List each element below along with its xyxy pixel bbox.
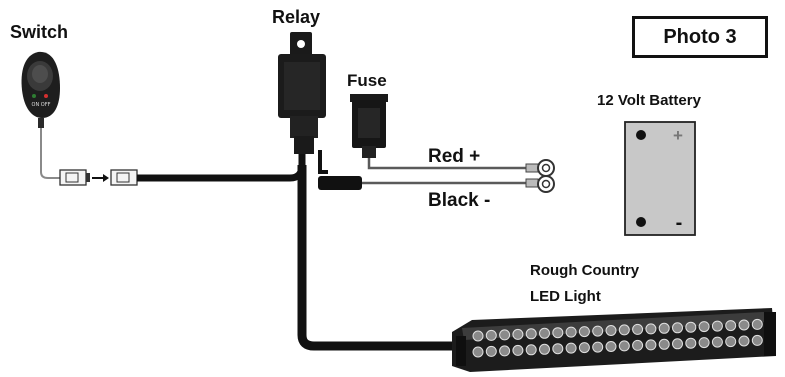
led-lens bbox=[485, 345, 497, 357]
led-lens bbox=[565, 326, 577, 338]
led-lens bbox=[672, 338, 683, 350]
led-lens bbox=[658, 338, 670, 350]
connector-icon bbox=[59, 169, 90, 186]
ring-terminal-icon bbox=[525, 175, 555, 193]
red-wire bbox=[367, 158, 530, 170]
led-lens bbox=[499, 345, 511, 357]
battery-minus-sign: - bbox=[676, 212, 683, 234]
led-light-bar-icon bbox=[452, 308, 776, 372]
relay-fuse-link bbox=[318, 150, 328, 174]
connector-icon bbox=[110, 169, 138, 186]
led-lens bbox=[711, 336, 723, 348]
ring-terminal-icon bbox=[525, 159, 555, 177]
led-lens bbox=[485, 329, 497, 341]
led-lens bbox=[539, 327, 550, 339]
light-cable bbox=[297, 165, 460, 351]
black-wire-label: Black - bbox=[428, 190, 491, 211]
led-lens bbox=[645, 323, 657, 335]
led-lens bbox=[499, 329, 511, 341]
led-lens bbox=[472, 346, 484, 358]
led-lens bbox=[592, 325, 604, 337]
led-lens bbox=[552, 343, 564, 355]
led-lens bbox=[472, 330, 484, 342]
led-lens bbox=[698, 321, 710, 333]
led-lens bbox=[618, 324, 630, 336]
arrow-icon bbox=[92, 174, 109, 182]
switch-device-icon: ON OFF bbox=[21, 51, 60, 128]
photo-number-label: Photo 3 bbox=[663, 25, 737, 48]
led-lens bbox=[725, 320, 737, 332]
led-lens bbox=[698, 337, 710, 349]
led-lens bbox=[578, 342, 590, 354]
led-lens bbox=[632, 323, 644, 335]
led-lens bbox=[605, 341, 617, 352]
fuse-holder-icon bbox=[350, 94, 388, 158]
switch-cable bbox=[137, 150, 306, 182]
wire-junction bbox=[318, 176, 362, 190]
led-lens bbox=[725, 336, 737, 348]
led-lens bbox=[632, 339, 644, 351]
led-lens bbox=[525, 328, 537, 340]
led-lens bbox=[552, 327, 564, 339]
relay-label: Relay bbox=[272, 7, 321, 27]
light-label-line2: LED Light bbox=[530, 288, 601, 305]
led-lens bbox=[685, 337, 697, 349]
switch-on-off-text: ON OFF bbox=[32, 102, 51, 108]
led-lens bbox=[539, 343, 550, 355]
led-lens bbox=[685, 321, 697, 333]
led-lens bbox=[751, 318, 763, 330]
battery-icon: + - bbox=[624, 121, 696, 236]
light-label-line1: Rough Country bbox=[530, 262, 640, 279]
red-wire-label: Red + bbox=[428, 146, 481, 167]
led-lens bbox=[711, 320, 723, 332]
led-lens bbox=[525, 344, 537, 356]
led-lens bbox=[672, 322, 683, 334]
photo-number-box: Photo 3 bbox=[632, 16, 768, 58]
led-lens bbox=[565, 342, 577, 354]
led-lens bbox=[618, 340, 630, 352]
led-lens bbox=[512, 344, 524, 356]
led-lens bbox=[605, 325, 617, 336]
battery-label: 12 Volt Battery bbox=[597, 92, 701, 109]
fuse-label: Fuse bbox=[347, 71, 387, 90]
led-lens bbox=[738, 319, 750, 331]
led-lens bbox=[751, 334, 763, 346]
led-lens bbox=[645, 339, 657, 351]
battery-plus-sign: + bbox=[673, 126, 683, 145]
led-lens bbox=[658, 322, 670, 334]
switch-wire bbox=[40, 128, 64, 179]
led-lens bbox=[738, 335, 750, 347]
led-lens bbox=[578, 326, 590, 338]
relay-icon bbox=[278, 32, 326, 154]
led-lens bbox=[512, 328, 524, 340]
switch-label: Switch bbox=[10, 22, 69, 42]
led-lens bbox=[592, 341, 604, 353]
